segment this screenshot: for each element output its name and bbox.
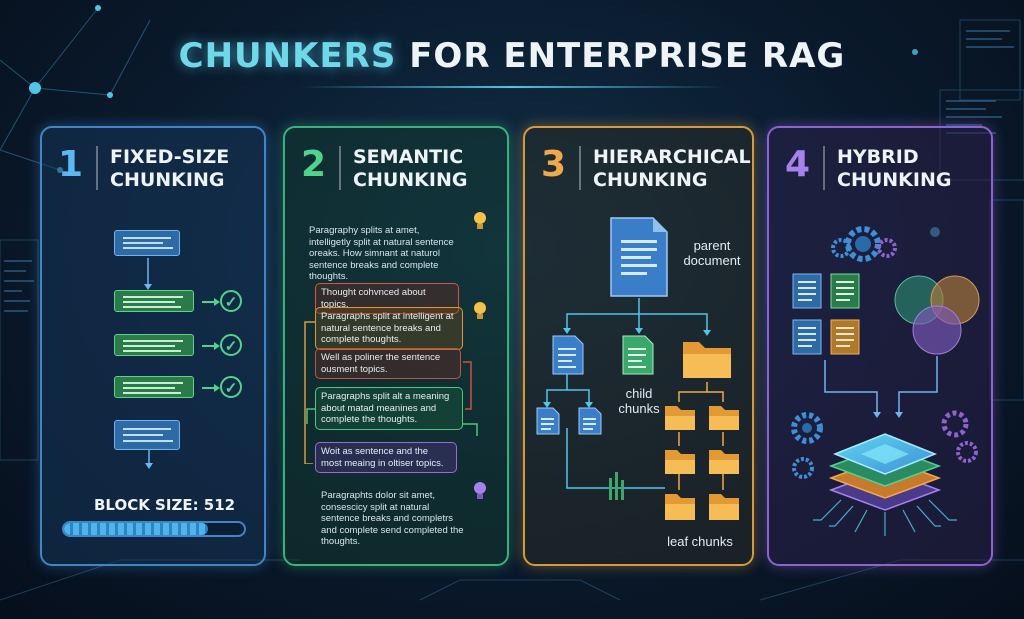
title-rest: FOR ENTERPRISE RAG: [409, 36, 846, 76]
panel-number: 2: [301, 144, 327, 185]
folder-icon: [709, 406, 739, 430]
gear-icon: [792, 457, 814, 479]
connector-lines: [304, 321, 478, 464]
document-icon: [830, 319, 860, 355]
folder-icon: [665, 494, 695, 520]
panel-fixed-size: 1 FIXED-SIZE CHUNKING ✓ ✓ ✓ BLOCK SIZE: …: [40, 126, 266, 566]
title-underline: [300, 86, 724, 88]
bar-glyph: [609, 472, 624, 500]
title-highlight: CHUNKERS: [178, 36, 397, 76]
panel-number: 1: [58, 144, 84, 185]
semantic-chunk-box: Well as poliner the sentence ousment top…: [315, 348, 461, 379]
arrow-right-icon: [202, 298, 220, 306]
divider: [579, 146, 581, 190]
document-icon: [578, 407, 602, 435]
parent-document-label: parent document: [675, 238, 749, 268]
panel-title: FIXED-SIZE CHUNKING: [110, 146, 229, 192]
panel-title-line2: CHUNKING: [110, 169, 225, 191]
folder-icon: [665, 450, 695, 474]
panel-title: SEMANTIC CHUNKING: [353, 146, 467, 192]
panel-hierarchical: 3 HIERARCHICAL CHUNKING: [523, 126, 754, 566]
semantic-chunk-box: Paragraphs split alt a meaning about mat…: [315, 387, 463, 430]
folder-icon: [683, 342, 731, 378]
document-icon: [792, 319, 822, 355]
panel-title: HIERARCHICAL CHUNKING: [593, 146, 751, 192]
page-title: CHUNKERS FOR ENTERPRISE RAG: [0, 36, 1024, 76]
gear-icon: [956, 441, 978, 463]
semantic-chunk-box: Woit as sentence and the most meaing in …: [315, 442, 457, 473]
panel-title-line1: HIERARCHICAL: [593, 146, 751, 168]
semantic-chunk-box: Paragraphs split at intelligent at natur…: [315, 307, 463, 350]
paragraph-text: Paragraphy splits at amet, intelligetly …: [309, 225, 454, 282]
paragraph-text: Paragraphts dolor sit amet, consescicy s…: [321, 490, 464, 547]
panel-title-line2: CHUNKING: [837, 169, 952, 191]
child-chunks-label: child chunks: [607, 386, 671, 416]
panel-title-line2: CHUNKING: [353, 169, 468, 191]
panel-title-line2: CHUNKING: [593, 169, 708, 191]
lightbulb-icon: [474, 302, 486, 319]
block-size-label: BLOCK SIZE: 512: [94, 496, 236, 514]
checkmark-icon: ✓: [220, 376, 242, 398]
folder-icon: [709, 494, 739, 520]
arrow-right-icon: [202, 342, 220, 350]
down-arrow-icon: [144, 258, 152, 290]
child-label-line1: child: [625, 386, 653, 401]
panel-number: 4: [785, 144, 811, 185]
checkmark-icon: ✓: [220, 290, 242, 312]
input-text-block: [114, 230, 180, 256]
lightbulb-icon: [474, 212, 486, 229]
child-label-line2: chunks: [618, 401, 660, 416]
hybrid-diagram: [791, 226, 980, 536]
chunk-block: [114, 334, 194, 356]
output-text-block: [114, 420, 180, 450]
gear-icon: [791, 412, 823, 444]
block-size-progress-bar: [62, 521, 246, 537]
gear-icon: [831, 238, 851, 258]
leaf-chunks-label: leaf chunks: [667, 534, 733, 549]
document-icon: [792, 273, 822, 309]
divider: [96, 146, 98, 190]
panel-semantic: 2 SEMANTIC CHUNKING Paragraphy splits at…: [283, 126, 509, 566]
down-arrow-icon: [145, 450, 153, 469]
document-icon: [536, 407, 560, 435]
folder-icon: [709, 450, 739, 474]
document-icon: [830, 273, 860, 309]
divider: [339, 146, 341, 190]
panel-title-line1: HYBRID: [837, 146, 919, 168]
document-icon: [610, 217, 668, 297]
document-icon: [622, 335, 654, 375]
hierarchy-tree: [536, 217, 739, 520]
panel-number: 3: [541, 144, 567, 185]
gear-icon: [845, 226, 881, 262]
parent-label-line2: document: [683, 253, 741, 268]
panel-hybrid: 4 HYBRID CHUNKING: [767, 126, 993, 566]
chunk-block: [114, 376, 194, 398]
panel-title-line1: SEMANTIC: [353, 146, 464, 168]
gear-icon: [877, 238, 897, 258]
gear-icon: [941, 410, 969, 438]
lightbulb-icon: [474, 482, 486, 499]
chunk-block: [114, 290, 194, 312]
divider: [823, 146, 825, 190]
panel-title: HYBRID CHUNKING: [837, 146, 951, 192]
chip-icon: [828, 433, 942, 511]
semantic-chunk-box: Thought cohvnced about topics.: [315, 283, 459, 314]
parent-label-line1: parent: [693, 238, 731, 253]
folder-icon: [665, 406, 695, 430]
checkmark-icon: ✓: [220, 334, 242, 356]
venn-icon: [894, 275, 980, 355]
document-icon: [552, 335, 584, 375]
panel-title-line1: FIXED-SIZE: [110, 146, 230, 168]
arrow-right-icon: [202, 384, 220, 392]
